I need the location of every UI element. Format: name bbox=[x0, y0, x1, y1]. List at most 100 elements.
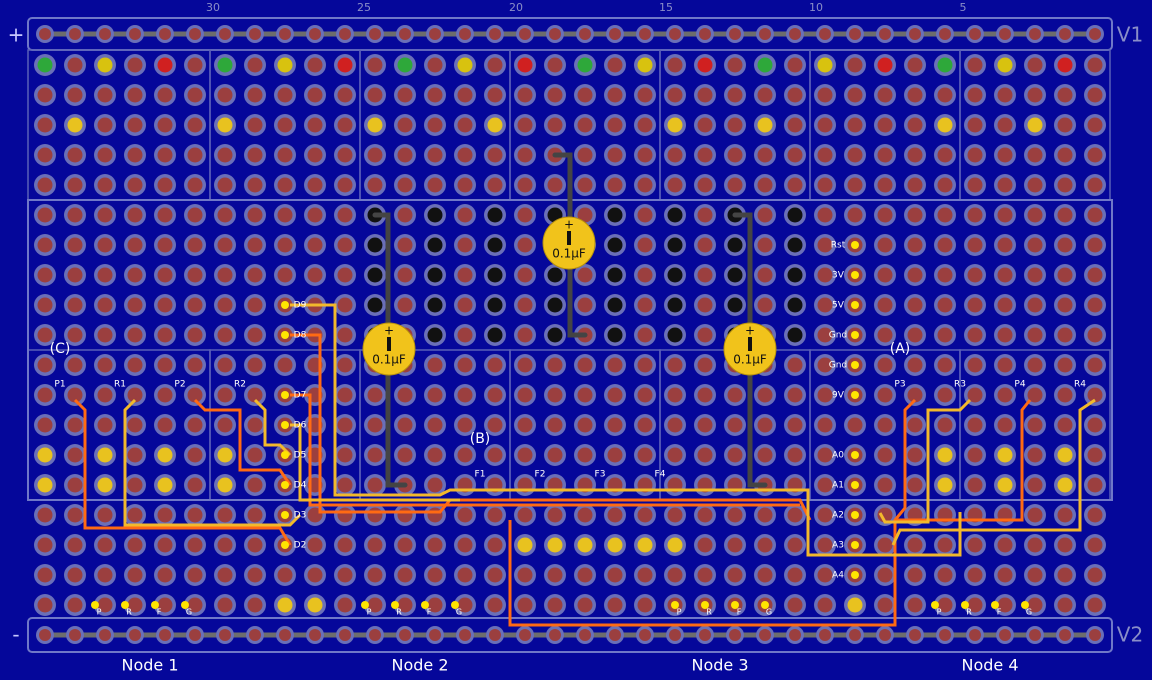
pad bbox=[877, 147, 893, 163]
pad bbox=[787, 57, 803, 73]
pad bbox=[337, 237, 353, 253]
pad bbox=[67, 567, 83, 583]
pad bbox=[1057, 447, 1073, 463]
pad bbox=[877, 237, 893, 253]
pad bbox=[577, 597, 593, 613]
pad bbox=[937, 207, 953, 223]
rail-pad bbox=[669, 28, 681, 40]
pad bbox=[187, 357, 203, 373]
connector-dot bbox=[991, 601, 999, 609]
pad bbox=[157, 597, 173, 613]
connector-dot bbox=[121, 601, 129, 609]
pad bbox=[697, 57, 713, 73]
pad bbox=[487, 417, 503, 433]
pad bbox=[427, 447, 443, 463]
pad-grid bbox=[34, 25, 1106, 644]
pad bbox=[607, 537, 623, 553]
d-pin-label: D4 bbox=[294, 481, 307, 491]
pad bbox=[247, 117, 263, 133]
wire-d7 bbox=[290, 393, 800, 507]
pad bbox=[487, 597, 503, 613]
pad bbox=[1057, 57, 1073, 73]
pad bbox=[37, 357, 53, 373]
pad bbox=[1087, 357, 1103, 373]
connector-dot bbox=[1021, 601, 1029, 609]
pad bbox=[487, 147, 503, 163]
pad bbox=[817, 327, 833, 343]
group-label: (B) bbox=[470, 431, 491, 447]
pad bbox=[217, 417, 233, 433]
pad bbox=[1027, 597, 1043, 613]
pad bbox=[697, 237, 713, 253]
pad bbox=[817, 297, 833, 313]
pad bbox=[247, 567, 263, 583]
pad bbox=[127, 597, 143, 613]
pad bbox=[817, 477, 833, 493]
rail-pad bbox=[819, 629, 831, 641]
pad bbox=[307, 207, 323, 223]
pad bbox=[127, 477, 143, 493]
pad bbox=[577, 387, 593, 403]
pad bbox=[547, 387, 563, 403]
rail-pad bbox=[429, 629, 441, 641]
rail-pad bbox=[1089, 28, 1101, 40]
pad bbox=[247, 87, 263, 103]
pad bbox=[67, 297, 83, 313]
pad bbox=[757, 237, 773, 253]
rail-pad bbox=[159, 28, 171, 40]
connector-dot bbox=[91, 601, 99, 609]
pad bbox=[1057, 537, 1073, 553]
rail-pad bbox=[909, 28, 921, 40]
pad bbox=[877, 117, 893, 133]
pad bbox=[997, 57, 1013, 73]
pad bbox=[397, 147, 413, 163]
pad bbox=[637, 387, 653, 403]
pad bbox=[367, 267, 383, 283]
pad bbox=[487, 567, 503, 583]
pad bbox=[37, 417, 53, 433]
pad bbox=[697, 447, 713, 463]
rail-pad bbox=[639, 28, 651, 40]
pad bbox=[637, 507, 653, 523]
pad bbox=[67, 597, 83, 613]
pad bbox=[847, 87, 863, 103]
pad bbox=[517, 237, 533, 253]
pad bbox=[877, 567, 893, 583]
pad bbox=[997, 177, 1013, 193]
pad bbox=[157, 207, 173, 223]
arduino-pin-label: A1 bbox=[832, 481, 844, 491]
pad bbox=[817, 177, 833, 193]
rail-pad bbox=[399, 629, 411, 641]
pad bbox=[217, 387, 233, 403]
pad bbox=[877, 597, 893, 613]
connector-dot bbox=[961, 601, 969, 609]
pad bbox=[937, 447, 953, 463]
arduino-pin-dot bbox=[851, 331, 859, 339]
rail-pad bbox=[699, 28, 711, 40]
rail-pad bbox=[369, 28, 381, 40]
pad bbox=[127, 447, 143, 463]
pad bbox=[577, 357, 593, 373]
pad bbox=[847, 117, 863, 133]
connector-letter: P bbox=[367, 608, 372, 617]
pad bbox=[697, 387, 713, 403]
rail-pad bbox=[69, 28, 81, 40]
pad bbox=[997, 387, 1013, 403]
pad bbox=[1087, 567, 1103, 583]
pad bbox=[907, 117, 923, 133]
pad bbox=[187, 387, 203, 403]
pad bbox=[127, 567, 143, 583]
pad bbox=[397, 417, 413, 433]
pad bbox=[667, 267, 683, 283]
pad bbox=[547, 177, 563, 193]
rail-pad bbox=[939, 629, 951, 641]
connector-letter: F bbox=[157, 608, 162, 617]
pad bbox=[847, 147, 863, 163]
pad bbox=[217, 267, 233, 283]
pad bbox=[817, 87, 833, 103]
pad bbox=[457, 507, 473, 523]
pad bbox=[787, 87, 803, 103]
pad bbox=[367, 117, 383, 133]
rail-pad bbox=[549, 629, 561, 641]
pad bbox=[217, 447, 233, 463]
